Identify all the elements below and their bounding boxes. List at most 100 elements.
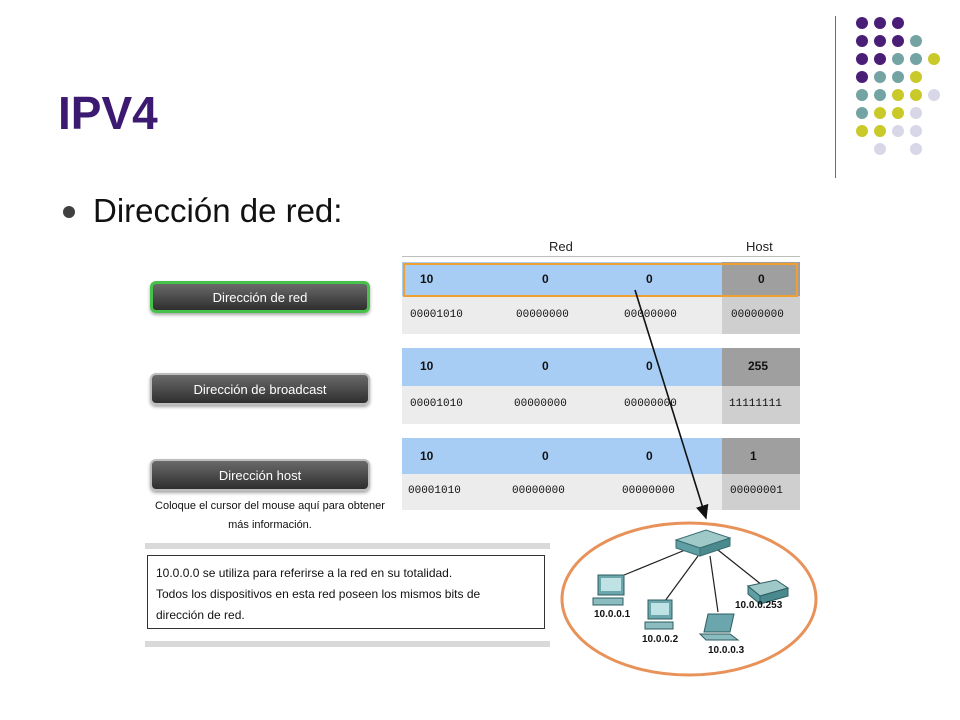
dot bbox=[892, 125, 904, 137]
dot bbox=[910, 89, 922, 101]
binary-cell: 00001010 bbox=[410, 398, 463, 410]
printer-icon bbox=[746, 579, 790, 606]
dot bbox=[928, 89, 940, 101]
address-block-broadcast: 10 0 0 255 00001010 00000000 00000000 11… bbox=[402, 348, 800, 424]
dot bbox=[856, 89, 868, 101]
hover-hint: Coloque el cursor del mouse aquí para ob… bbox=[155, 500, 385, 531]
octet-row bbox=[402, 438, 722, 474]
binary-cell: 00001010 bbox=[410, 309, 463, 321]
info-box: 10.0.0.0 se utiliza para referirse a la … bbox=[145, 543, 550, 647]
octet-cell: 0 bbox=[542, 449, 549, 463]
octet-cell: 0 bbox=[542, 359, 549, 373]
title-divider bbox=[835, 16, 836, 178]
binary-cell: 00000000 bbox=[624, 309, 677, 321]
dot bbox=[874, 107, 886, 119]
header-red: Red bbox=[549, 239, 573, 254]
dot bbox=[910, 107, 922, 119]
host-octet-cell bbox=[722, 262, 800, 296]
dot bbox=[910, 35, 922, 47]
bullet-text: Dirección de red: bbox=[93, 192, 343, 229]
dot bbox=[874, 35, 886, 47]
octet-row bbox=[402, 262, 722, 296]
dot bbox=[856, 53, 868, 65]
dot bbox=[928, 53, 940, 65]
info-line: 10.0.0.0 se utiliza para referirse a la … bbox=[156, 566, 453, 580]
binary-cell: 00000000 bbox=[512, 485, 565, 497]
dot bbox=[856, 71, 868, 83]
dot bbox=[874, 89, 886, 101]
dot bbox=[910, 125, 922, 137]
decorative-dot-grid bbox=[0, 0, 960, 180]
dot bbox=[892, 89, 904, 101]
host-ip-label: 10.0.0.3 bbox=[708, 645, 745, 656]
octet-cell: 1 bbox=[750, 449, 757, 463]
info-box-frame: 10.0.0.0 se utiliza para referirse a la … bbox=[147, 555, 545, 629]
header-host: Host bbox=[746, 239, 773, 254]
octet-cell: 0 bbox=[646, 272, 653, 286]
binary-cell: 00000000 bbox=[622, 485, 675, 497]
dot bbox=[892, 17, 904, 29]
dot bbox=[892, 71, 904, 83]
cable bbox=[717, 549, 763, 586]
info-line: dirección de red. bbox=[156, 608, 245, 622]
desktop-computer-icon bbox=[644, 599, 674, 630]
binary-cell: 00000000 bbox=[516, 309, 569, 321]
binary-cell: 00000001 bbox=[730, 485, 783, 497]
network-ellipse bbox=[560, 521, 818, 677]
octet-cell: 255 bbox=[748, 359, 769, 373]
host-ip-label: 10.0.0.2 bbox=[642, 634, 679, 645]
dot bbox=[910, 143, 922, 155]
octet-cell: 0 bbox=[646, 359, 653, 373]
binary-cell: 00000000 bbox=[731, 309, 784, 321]
binary-row bbox=[402, 296, 722, 334]
dot bbox=[874, 143, 886, 155]
address-block-host: 10 0 0 1 00001010 00000000 00000000 0000… bbox=[402, 438, 800, 510]
binary-row bbox=[402, 386, 722, 424]
dot bbox=[856, 35, 868, 47]
network-address-button[interactable]: Dirección de red bbox=[150, 281, 370, 313]
dot bbox=[892, 107, 904, 119]
binary-cell: 00001010 bbox=[408, 485, 461, 497]
host-ip-label: 10.0.0.253 bbox=[735, 600, 783, 611]
dot bbox=[856, 107, 868, 119]
slide-title: IPV4 bbox=[58, 87, 158, 139]
host-binary-cell bbox=[722, 474, 800, 510]
pointer-arrow bbox=[634, 289, 709, 520]
bullet-icon bbox=[63, 206, 75, 218]
octet-cell: 10 bbox=[420, 359, 434, 373]
octet-cell: 0 bbox=[542, 272, 549, 286]
octet-row bbox=[402, 348, 722, 386]
broadcast-address-button[interactable]: Dirección de broadcast bbox=[150, 373, 370, 405]
binary-cell: 11111111 bbox=[729, 398, 782, 410]
binary-cell: 00000000 bbox=[514, 398, 567, 410]
cable bbox=[661, 555, 699, 606]
dot bbox=[874, 71, 886, 83]
dot bbox=[874, 53, 886, 65]
octet-cell: 10 bbox=[420, 272, 434, 286]
cable bbox=[611, 547, 691, 581]
dot bbox=[874, 17, 886, 29]
binary-cell: 00000000 bbox=[624, 398, 677, 410]
binary-row bbox=[402, 474, 722, 510]
desktop-computer-icon bbox=[592, 574, 625, 606]
address-block-network: 10 0 0 0 00001010 00000000 00000000 0000… bbox=[402, 262, 800, 334]
dot bbox=[910, 71, 922, 83]
host-address-button[interactable]: Dirección host bbox=[150, 459, 370, 491]
host-octet-cell bbox=[722, 348, 800, 386]
host-ip-label: 10.0.0.1 bbox=[594, 609, 631, 620]
dot bbox=[856, 125, 868, 137]
switch-icon bbox=[674, 529, 732, 557]
dot bbox=[910, 53, 922, 65]
octet-cell: 0 bbox=[646, 449, 653, 463]
dot bbox=[874, 125, 886, 137]
selection-highlight bbox=[403, 263, 798, 297]
dot bbox=[892, 53, 904, 65]
cable bbox=[709, 555, 719, 613]
laptop-icon bbox=[698, 613, 740, 641]
dot bbox=[856, 17, 868, 29]
host-binary-cell bbox=[722, 296, 800, 334]
dot bbox=[892, 35, 904, 47]
host-binary-cell bbox=[722, 386, 800, 424]
octet-cell: 0 bbox=[758, 272, 765, 286]
